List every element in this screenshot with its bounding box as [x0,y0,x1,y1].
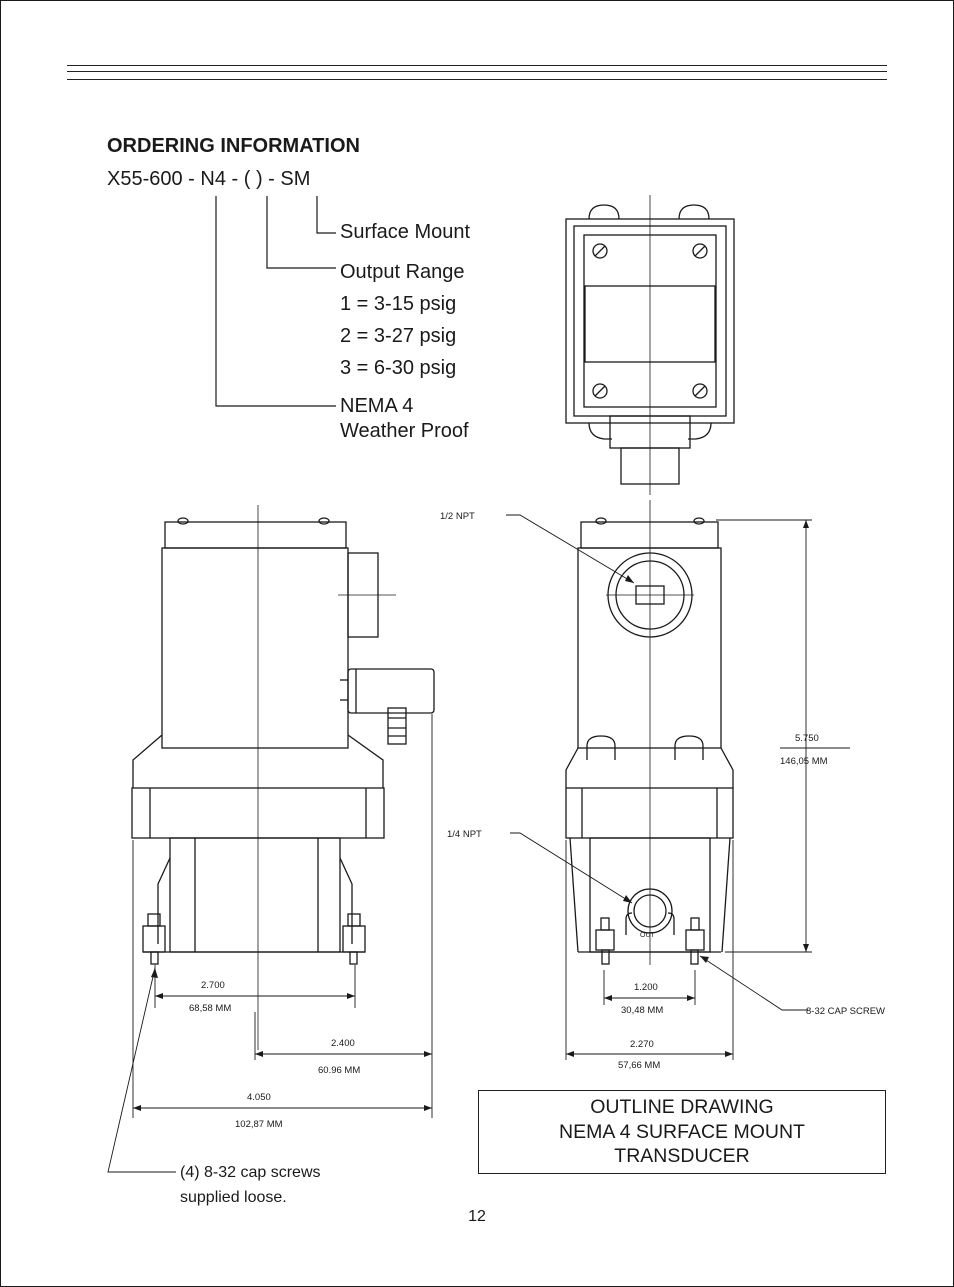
model-code: X55-600 - N4 - ( ) - SM [107,168,311,190]
callout-leaders [107,514,808,1173]
top-view [565,195,735,495]
dim-value-mm: 102,87 MM [235,1119,283,1130]
nema-line: NEMA 4 [340,395,414,417]
nema-line: Weather Proof [340,420,469,442]
header-rule [67,79,887,80]
range-option: 3 = 6-30 psig [340,357,457,379]
dim-value-mm: 60.96 MM [318,1065,360,1076]
dim-value-inch: 2.270 [630,1039,654,1050]
title-box: OUTLINE DRAWING NEMA 4 SURFACE MOUNT TRA… [478,1090,886,1174]
dim-value-mm: 146,05 MM [780,756,828,767]
dim-value-inch: 4.050 [247,1092,271,1103]
dimension-lines [132,519,850,1118]
callout-cap-screw: 8-32 CAP SCREW [806,1006,885,1017]
header-rule [67,65,887,66]
header-rule [67,71,887,72]
page-number: 12 [468,1208,486,1225]
out-port-label: OUT [640,932,656,939]
option-output-range-title: Output Range [340,261,465,283]
title-line: TRANSDUCER [614,1145,750,1167]
dim-value-inch: 2.700 [201,980,225,991]
cap-screw-note: (4) 8-32 cap screws supplied loose. [180,1160,321,1210]
range-option: 2 = 3-27 psig [340,325,457,347]
title-line: NEMA 4 SURFACE MOUNT [559,1120,805,1143]
dim-value-mm: 30,48 MM [621,1005,663,1016]
range-option: 1 = 3-15 psig [340,293,457,315]
dimension-arrows [133,520,809,1111]
option-nema-4: NEMA 4 Weather Proof [340,394,469,444]
callout-quarter-npt: 1/4 NPT [447,829,482,840]
ordering-heading: ORDERING INFORMATION [107,135,360,157]
side-view [131,505,435,1050]
dim-value-inch: 2.400 [331,1038,355,1049]
callout-arrows [151,575,709,978]
note-line: (4) 8-32 cap screws [180,1164,321,1181]
dim-value-inch: 5.750 [795,733,819,744]
dim-value-inch: 1.200 [634,982,658,993]
front-view [565,500,734,965]
callout-half-npt: 1/2 NPT [440,511,475,522]
dim-value-mm: 68,58 MM [189,1003,231,1014]
ordering-leaders [215,196,336,407]
note-line: supplied loose. [180,1189,287,1206]
title-line: OUTLINE DRAWING [590,1096,774,1118]
dim-value-mm: 57,66 MM [618,1060,660,1071]
option-surface-mount: Surface Mount [340,221,471,243]
